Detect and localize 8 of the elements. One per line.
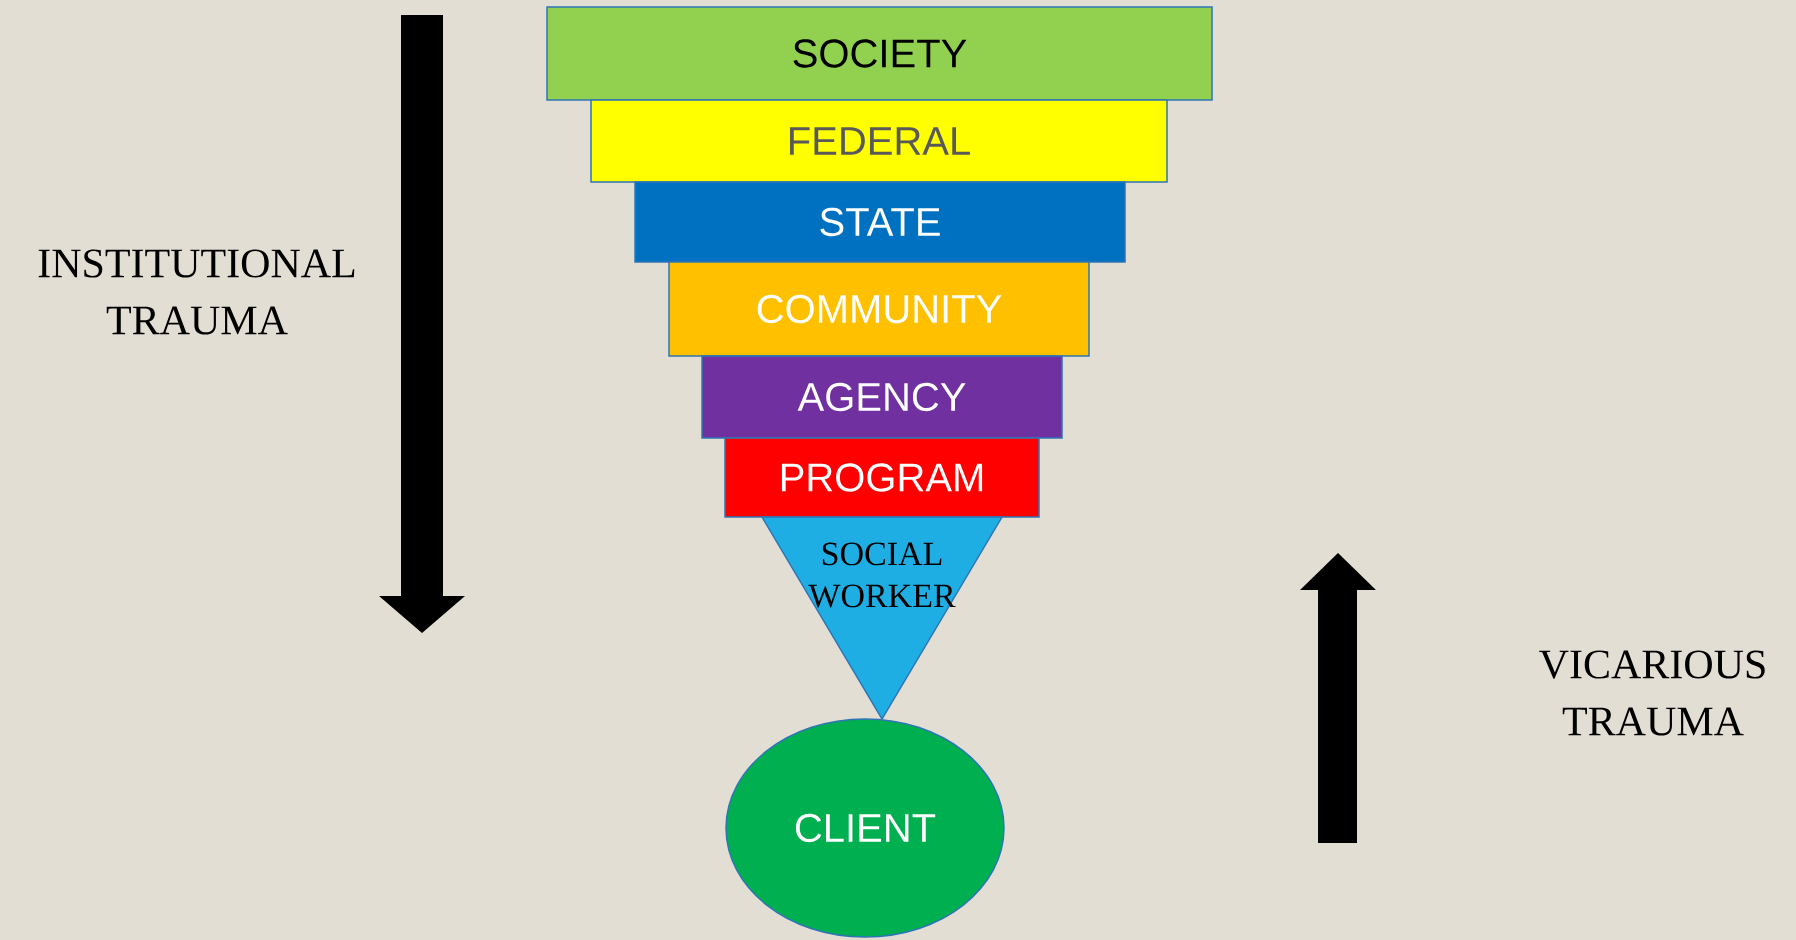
side-label: VICARIOUS TRAUMA [1539,650,1765,736]
level-box: STATE [634,181,1126,263]
side-label: INSTITUTIONAL TRAUMA [38,249,355,335]
level-box: FEDERAL [590,99,1168,183]
level-box: PROGRAM [724,437,1040,518]
level-box: AGENCY [701,355,1063,439]
level-box: SOCIETY [546,6,1213,101]
level-box: COMMUNITY [668,261,1090,357]
